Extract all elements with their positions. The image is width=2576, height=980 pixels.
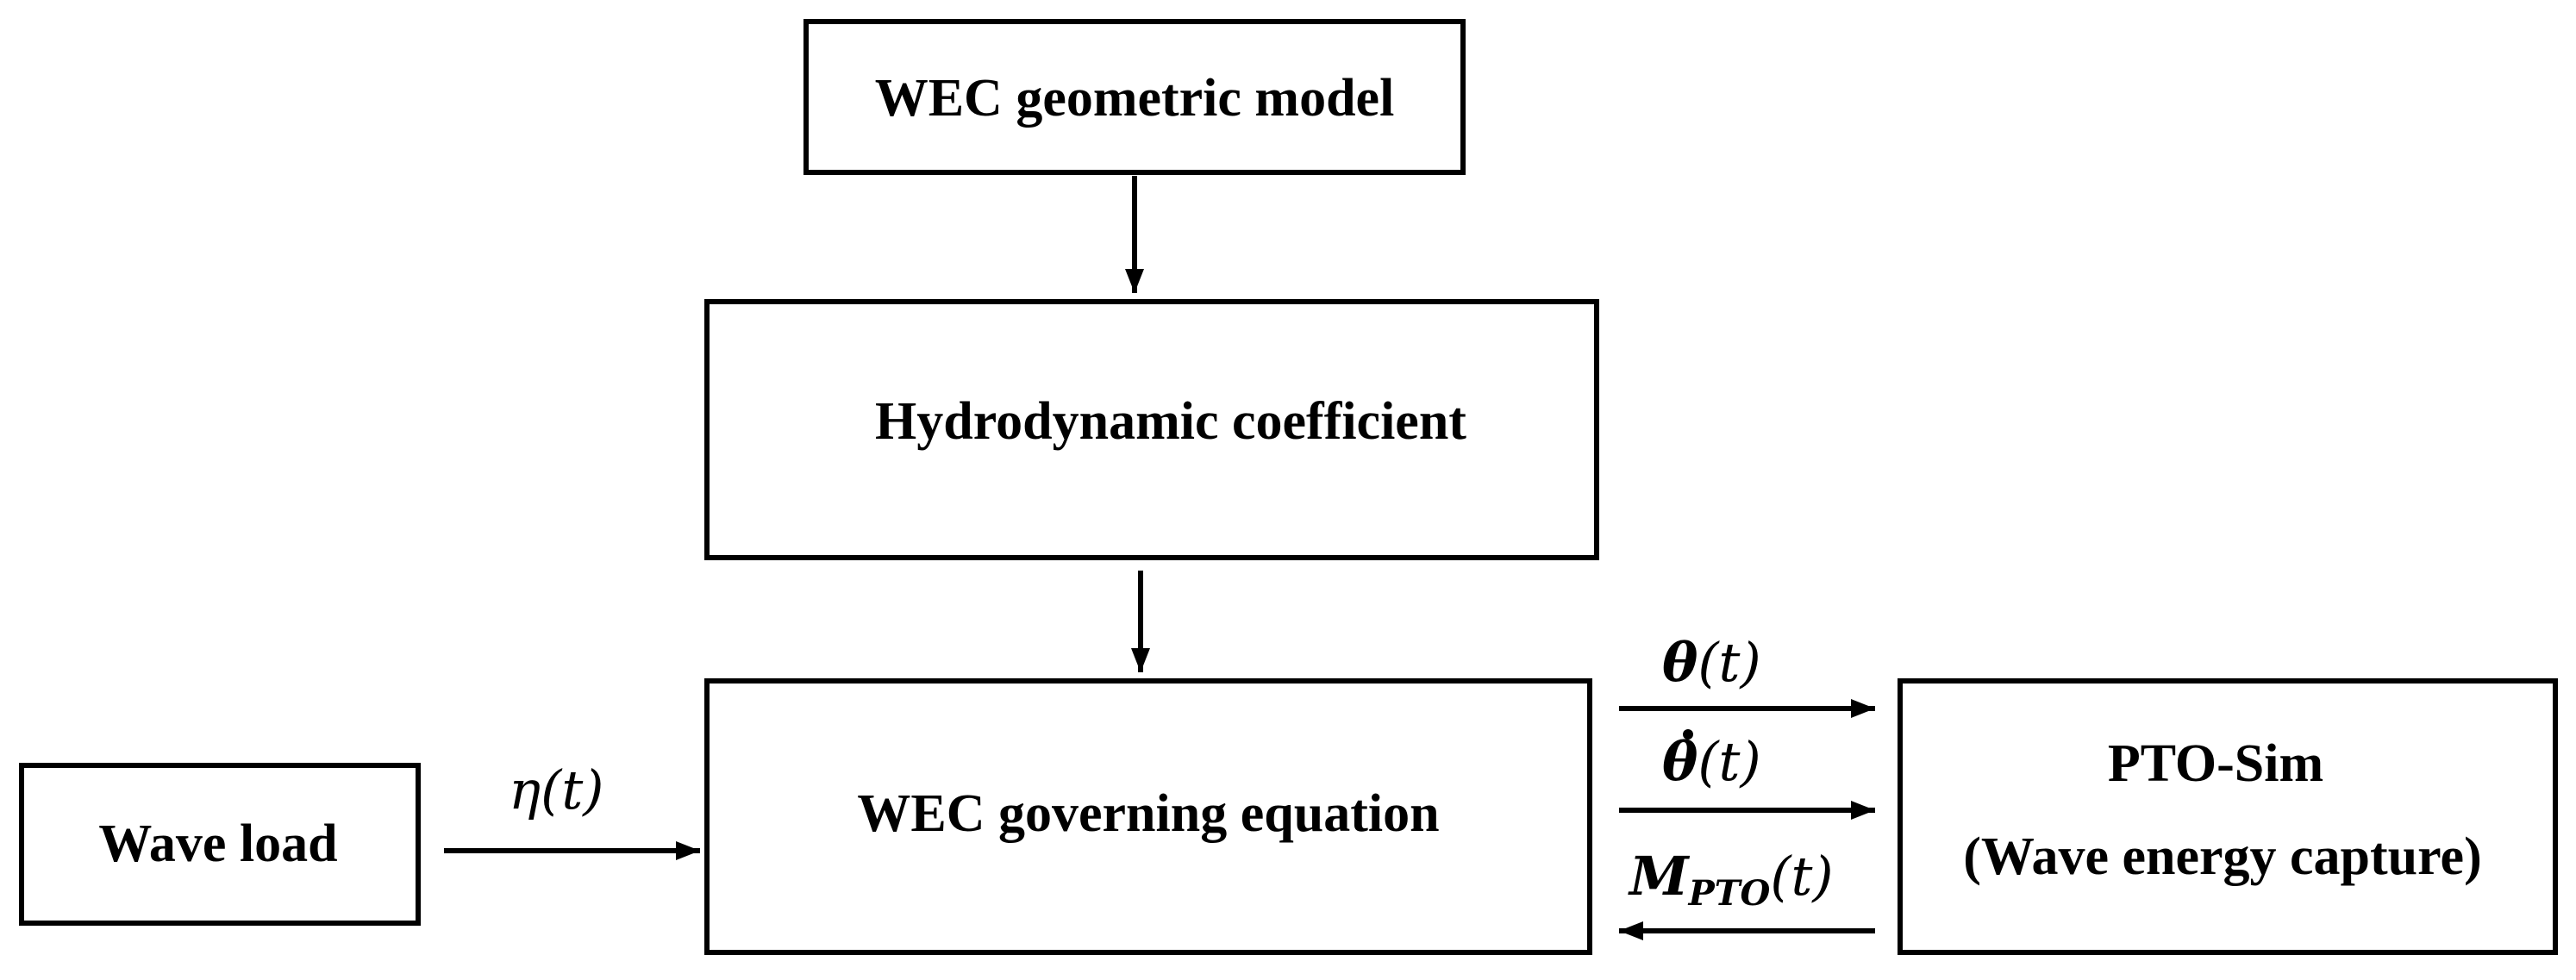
eta-t-label: η(t): [509, 758, 603, 821]
theta-symbol: θ: [1662, 631, 1698, 694]
eta-argument: (t): [541, 758, 603, 821]
svg-text:θ(t): θ(t): [1662, 730, 1761, 793]
wave-load-label: Wave load: [98, 815, 337, 873]
wave-load-box: Wave load: [19, 763, 421, 926]
pto-sim-title: PTO-Sim: [2108, 734, 2323, 793]
hydrodynamic-coefficient-box: Hydrodynamic coefficient: [704, 299, 1599, 560]
wec-governing-equation-box: WEC governing equation: [704, 678, 1592, 955]
pto-sim-subtitle: (Wave energy capture): [1963, 827, 2481, 886]
moment-argument: (t): [1770, 845, 1833, 908]
wec-geometric-model-label: WEC geometric model: [875, 69, 1395, 128]
theta-dot-symbol: θ: [1662, 730, 1698, 793]
theta-argument: (t): [1698, 631, 1760, 694]
theta-dot-argument: (t): [1698, 730, 1760, 793]
wec-geometric-model-box: WEC geometric model: [803, 19, 1466, 175]
hydrodynamic-coefficient-label: Hydrodynamic coefficient: [875, 392, 1466, 451]
theta-dot-label: θ(t): [1662, 729, 1761, 793]
pto-sim-box: PTO-Sim (Wave energy capture): [1898, 678, 2558, 955]
eta-symbol: η: [509, 758, 541, 821]
theta-label: θ(t): [1662, 631, 1761, 694]
wec-governing-equation-label: WEC governing equation: [857, 784, 1439, 843]
theta-dot-dot: [1683, 729, 1693, 740]
moment-subscript: PTO: [1688, 873, 1771, 914]
moment-pto-label: MPTO(t): [1628, 845, 1834, 914]
moment-symbol: M: [1628, 845, 1691, 908]
